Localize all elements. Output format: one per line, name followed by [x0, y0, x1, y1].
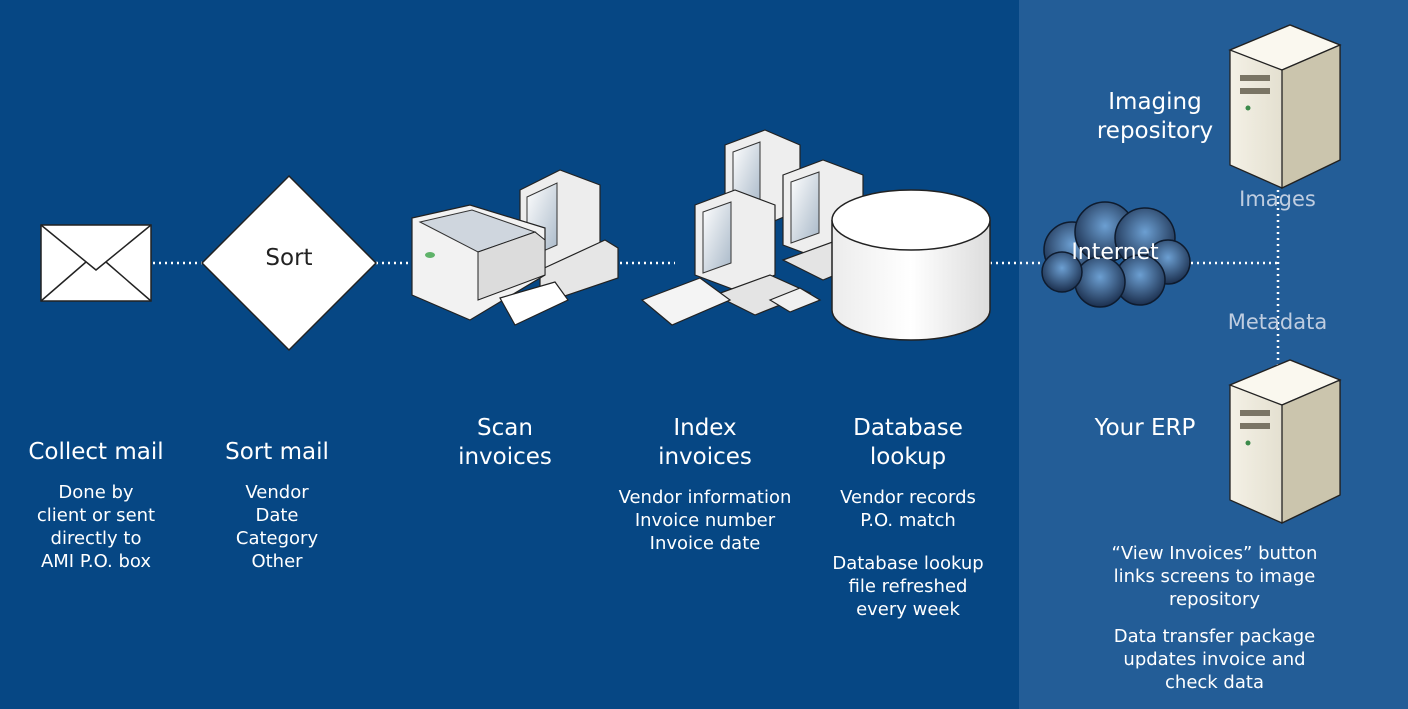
imaging-repository-line-2: repository	[1096, 118, 1214, 144]
step-detail: Database lookup	[832, 553, 984, 574]
envelope-icon	[40, 224, 152, 302]
connector-lines	[153, 160, 1280, 372]
metadata-label: Metadata	[1227, 310, 1328, 334]
step-detail: Date	[255, 505, 299, 526]
step-detail: Category	[235, 528, 319, 549]
imaging-repository-line-1: Imaging	[1108, 89, 1202, 115]
internet-cloud-icon	[1041, 201, 1191, 308]
step-detail: every week	[856, 599, 960, 620]
sort-diamond	[200, 174, 378, 352]
erp-note-line: check data	[1165, 672, 1264, 693]
internet-label: Internet	[1071, 240, 1159, 265]
step-scan-invoices: Scan invoices	[440, 414, 570, 472]
step-title-line-1: Database	[853, 415, 963, 441]
step-title-line-2: invoices	[458, 444, 552, 470]
step-index-invoices: Index invoices Vendor information Invoic…	[600, 414, 810, 555]
step-detail: Done by	[58, 482, 134, 503]
erp-note-line: “View Invoices” button	[1111, 543, 1318, 564]
step-title: Collect mail	[28, 439, 164, 465]
step-title-line-1: Index	[673, 415, 737, 441]
step-title: Sort mail	[225, 439, 329, 465]
images-label: Images	[1239, 187, 1316, 211]
erp-panel-background	[1019, 0, 1408, 709]
erp-note-line: updates invoice and	[1123, 649, 1306, 670]
workstations-icon	[640, 129, 880, 326]
erp-note-line: repository	[1168, 589, 1261, 610]
erp-notes: “View Invoices” button links screens to …	[1052, 542, 1377, 694]
step-sort-mail: Sort mail Vendor Date Category Other	[202, 438, 352, 573]
sort-shape-label: Sort	[265, 245, 313, 271]
erp-server-icon	[1228, 359, 1342, 525]
step-detail: Vendor	[245, 482, 309, 503]
erp-note-line: Data transfer package	[1113, 626, 1316, 647]
step-detail: file refreshed	[848, 576, 968, 597]
step-title-line-1: Scan	[477, 415, 533, 441]
step-detail: P.O. match	[860, 510, 956, 531]
step-detail: client or sent	[36, 505, 156, 526]
your-erp-label: Your ERP	[1094, 415, 1196, 441]
step-detail: Invoice number	[634, 510, 776, 531]
imaging-server-icon	[1228, 24, 1342, 190]
step-detail: Other	[251, 551, 303, 572]
step-collect-mail: Collect mail Done by client or sent dire…	[6, 438, 186, 573]
step-title-line-2: lookup	[869, 444, 947, 470]
step-detail: Vendor information	[618, 487, 792, 508]
step-detail: AMI P.O. box	[40, 551, 152, 572]
imaging-repository-label: Imaging repository	[1080, 88, 1230, 146]
database-icon	[831, 189, 991, 341]
scanner-workstation-icon	[411, 169, 619, 326]
step-database-lookup: Database lookup Vendor records P.O. matc…	[818, 414, 998, 621]
erp-note-line: links screens to image	[1113, 566, 1316, 587]
step-detail: Vendor records	[840, 487, 976, 508]
step-title-line-2: invoices	[658, 444, 752, 470]
step-detail: directly to	[50, 528, 142, 549]
step-detail: Invoice date	[649, 533, 761, 554]
